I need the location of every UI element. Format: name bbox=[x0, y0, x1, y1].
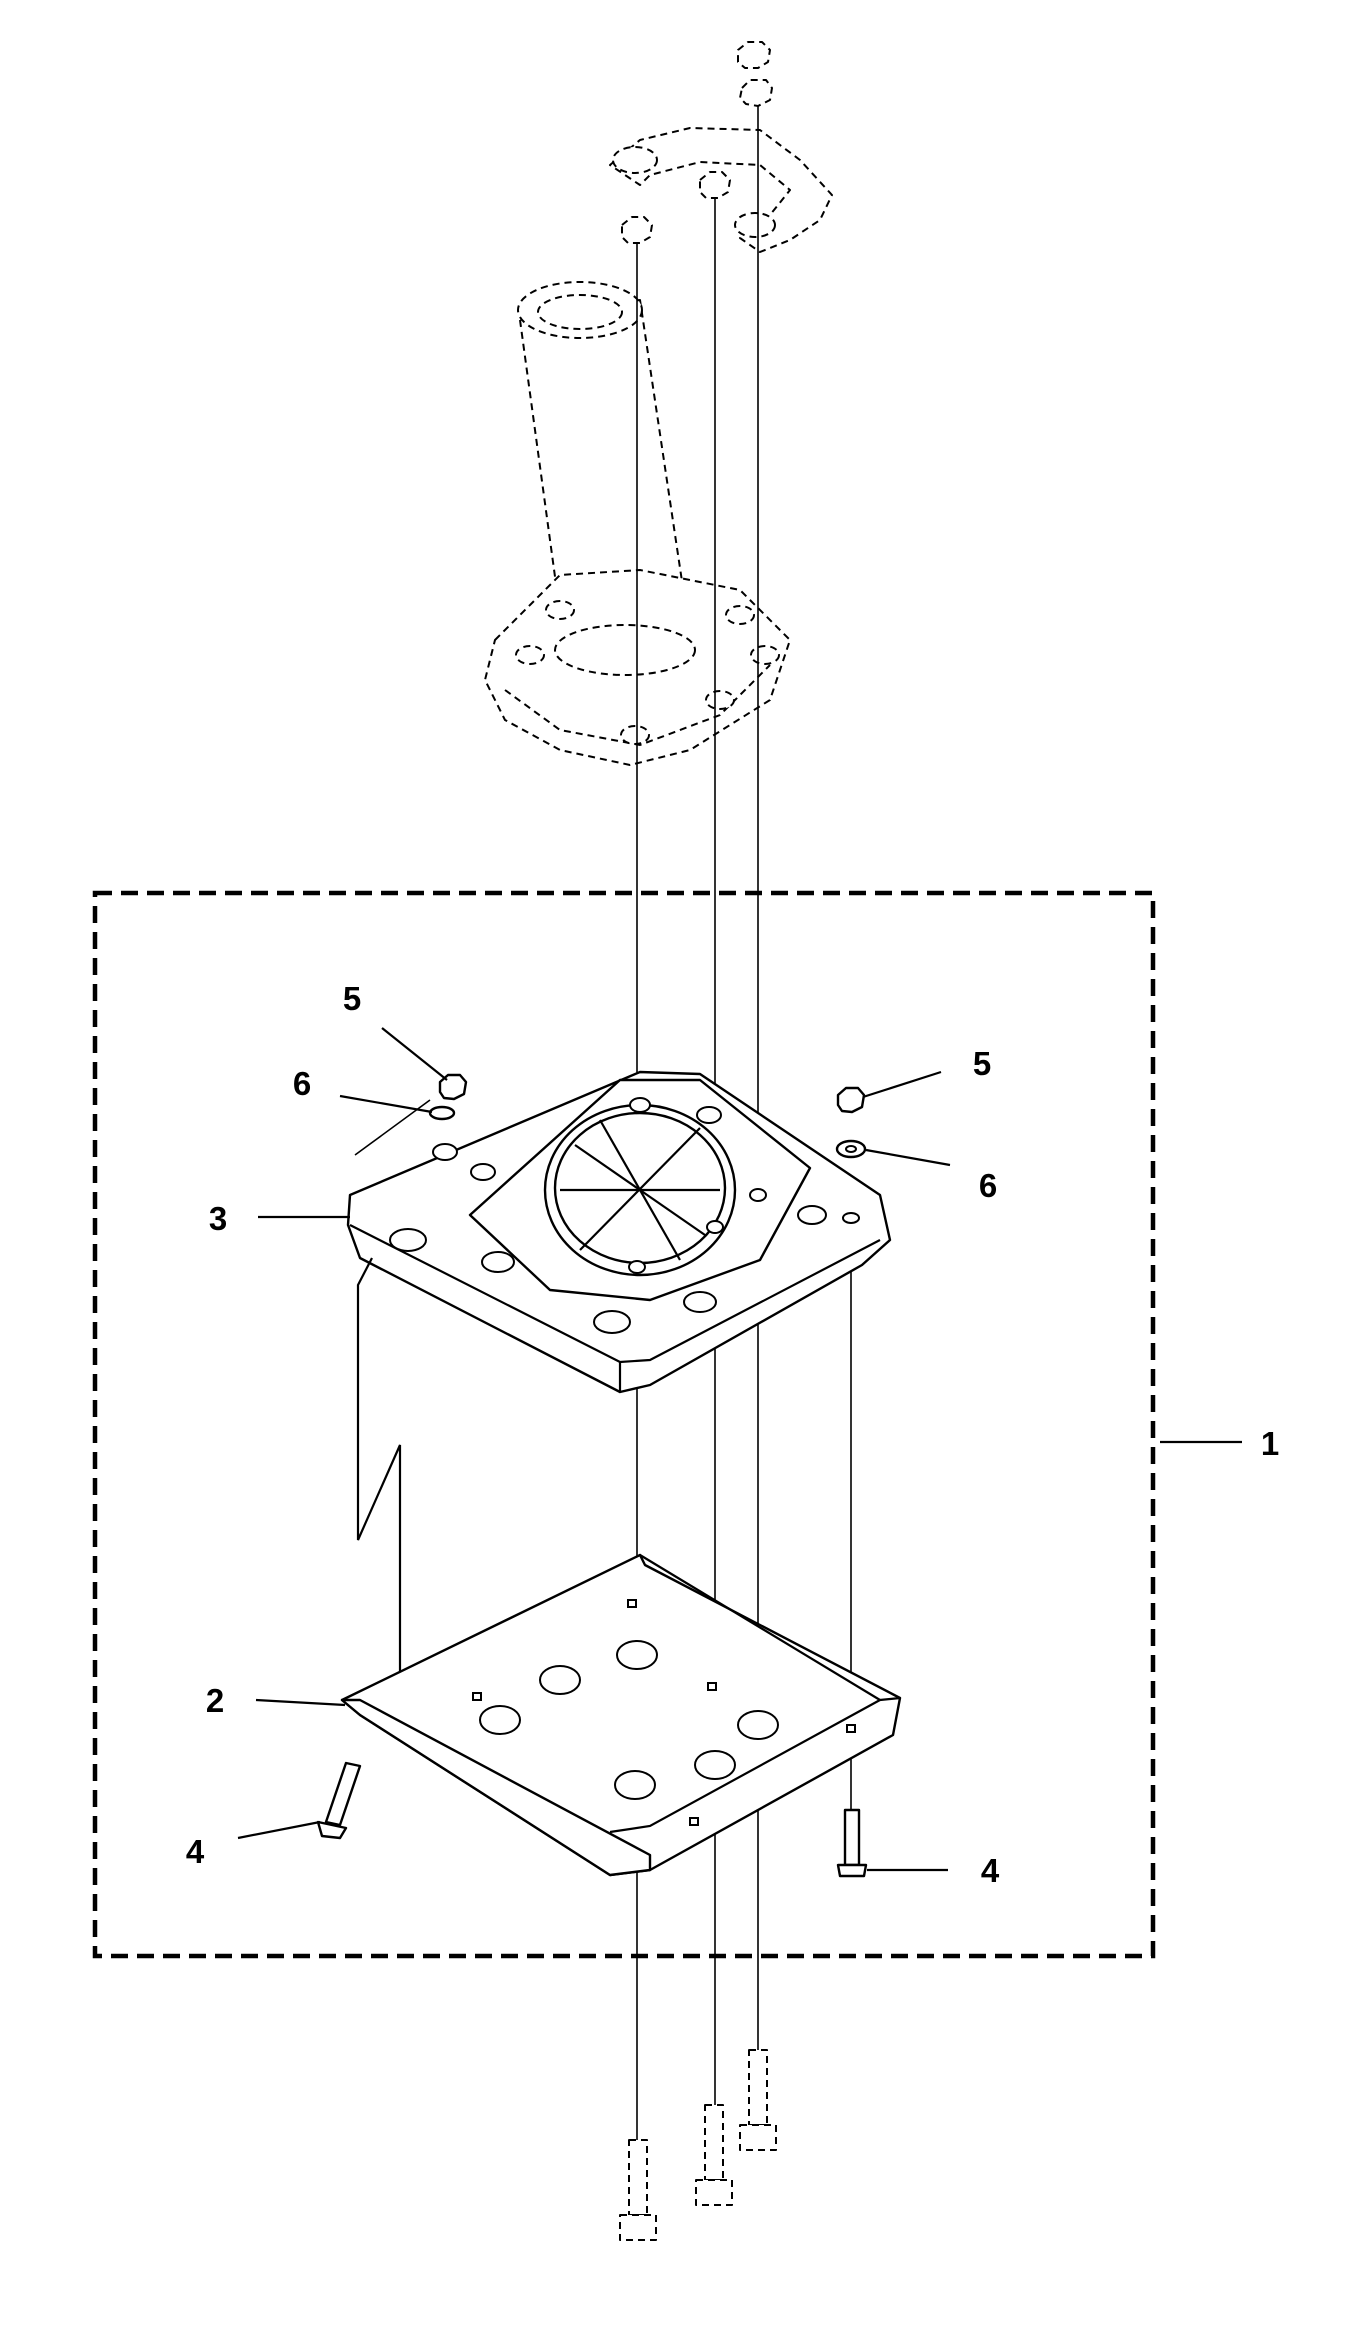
callout-6-right: 6 bbox=[979, 1167, 997, 1204]
upper-plate bbox=[346, 1070, 892, 1394]
lower-skid-plate bbox=[340, 1553, 902, 1877]
leader-lines bbox=[237, 1027, 1242, 1872]
break-line bbox=[356, 1257, 402, 1726]
nut-left bbox=[438, 1073, 468, 1101]
callout-3: 3 bbox=[209, 1200, 227, 1237]
assembly-boundary bbox=[92, 890, 1156, 1959]
callout-4-left: 4 bbox=[186, 1833, 205, 1870]
callout-2: 2 bbox=[206, 1682, 224, 1719]
callout-5-left: 5 bbox=[343, 980, 361, 1017]
callout-labels: 1 2 3 4 4 5 5 6 6 bbox=[186, 980, 1279, 1889]
callout-1: 1 bbox=[1261, 1425, 1279, 1462]
bottom-screws bbox=[619, 2049, 777, 2241]
bolt-right bbox=[836, 1808, 868, 1878]
washer-right bbox=[835, 1139, 867, 1159]
callout-5-right: 5 bbox=[973, 1045, 991, 1082]
handle-assembly-reference bbox=[484, 41, 833, 766]
callout-4-right: 4 bbox=[981, 1852, 1000, 1889]
skid-plate-bolt-seats bbox=[472, 1599, 856, 1826]
bolt-left bbox=[316, 1761, 362, 1840]
callout-6-left: 6 bbox=[293, 1065, 311, 1102]
nut-right bbox=[836, 1086, 866, 1114]
washer-left bbox=[428, 1105, 456, 1121]
